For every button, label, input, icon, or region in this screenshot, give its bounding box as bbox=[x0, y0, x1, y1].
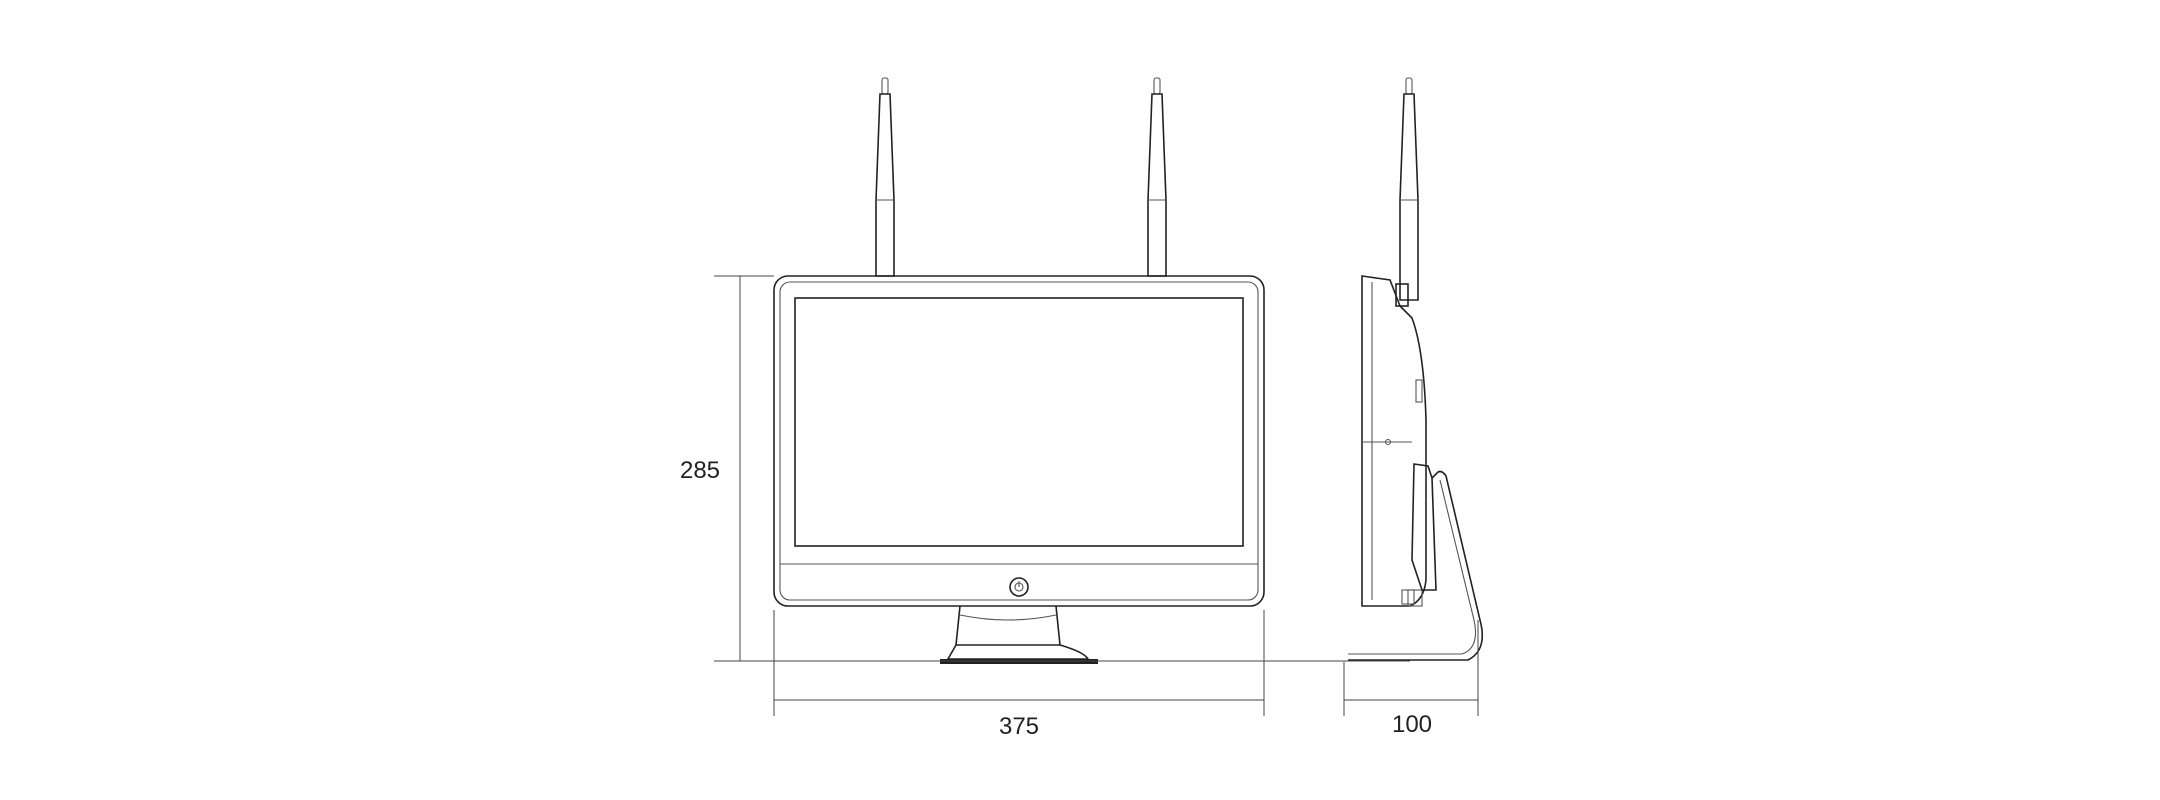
side-stand bbox=[1348, 463, 1484, 661]
front-antenna-left bbox=[875, 77, 895, 277]
width-label: 375 bbox=[999, 713, 1039, 740]
front-antenna-middle bbox=[1147, 77, 1167, 277]
power-button-icon bbox=[1009, 577, 1029, 597]
height-label: 285 bbox=[680, 457, 720, 484]
depth-label: 100 bbox=[1392, 711, 1432, 738]
front-view bbox=[773, 77, 1265, 664]
side-view bbox=[1348, 77, 1484, 661]
height-dimension: 285 bbox=[680, 275, 1410, 662]
monitor-screen bbox=[794, 297, 1244, 547]
monitor-inner-frame bbox=[779, 281, 1259, 601]
side-antenna bbox=[1395, 77, 1419, 307]
depth-dimension: 100 bbox=[1343, 620, 1479, 738]
monitor-outer-frame bbox=[773, 275, 1265, 607]
width-dimension: 375 bbox=[773, 610, 1265, 740]
front-stand bbox=[940, 605, 1098, 664]
side-monitor-profile bbox=[1361, 275, 1427, 607]
